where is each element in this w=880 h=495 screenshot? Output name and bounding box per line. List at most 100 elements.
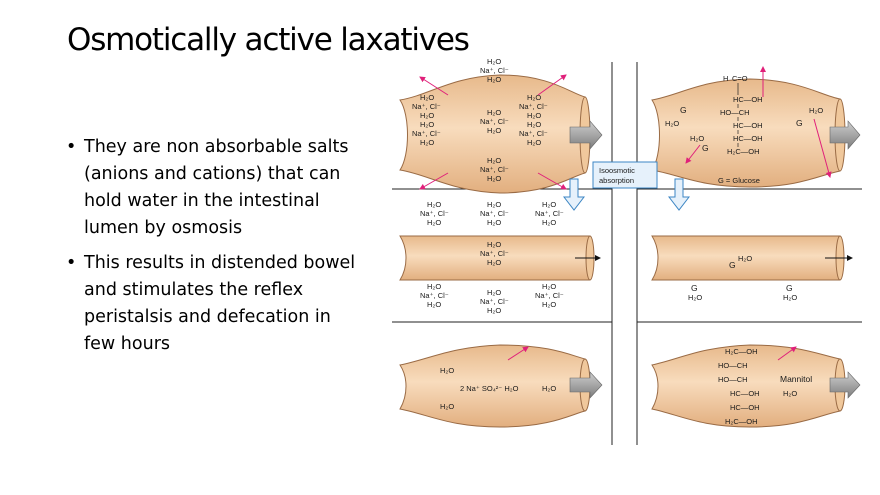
- glucose-labels-panel-2: G H₂O H₂O G H₂O G: [665, 105, 823, 153]
- intestine-segment-normal: [651, 235, 841, 281]
- svg-text:Na⁺, Cl⁻: Na⁺, Cl⁻: [480, 66, 509, 75]
- mannitol-structure: H₂C—OH HO—CH HO—CH HC—OH HC—OH H₂C—OH: [718, 347, 760, 426]
- svg-text:2 Na⁺ SO₄²⁻ H₂O: 2 Na⁺ SO₄²⁻ H₂O: [460, 384, 519, 393]
- svg-text:H₂O: H₂O: [427, 218, 441, 227]
- svg-text:H₂O: H₂O: [487, 126, 501, 135]
- svg-text:H₂O: H₂O: [427, 282, 441, 291]
- osmotic-laxative-diagram: H₂O Na⁺, Cl⁻ H₂O H₂O Na⁺, Cl⁻ H₂O H₂O Na…: [390, 55, 865, 450]
- svg-text:H₂O: H₂O: [487, 306, 501, 315]
- svg-text:H₂O: H₂O: [487, 200, 501, 209]
- svg-text:H₂O: H₂O: [542, 300, 556, 309]
- pink-water-arrows-panel-1: [419, 74, 567, 190]
- svg-text:H₂O: H₂O: [690, 134, 704, 143]
- svg-text:H₂C—OH: H₂C—OH: [725, 347, 758, 356]
- blue-down-arrow-left: [562, 178, 586, 211]
- gray-flow-arrow: [569, 120, 603, 150]
- svg-text:H₂O: H₂O: [542, 282, 556, 291]
- bullet-item: They are non absorbable salts (anions an…: [64, 134, 364, 242]
- svg-text:H₂O: H₂O: [665, 119, 679, 128]
- svg-text:HC—OH: HC—OH: [733, 134, 763, 143]
- svg-text:HC—OH: HC—OH: [730, 403, 760, 412]
- svg-text:Isoosmotic: Isoosmotic: [599, 166, 635, 175]
- intestine-segment-normal: [399, 235, 591, 281]
- glucose-labels-panel-4: G H₂O G H₂O G H₂O: [688, 254, 797, 302]
- svg-text:Na⁺, Cl⁻: Na⁺, Cl⁻: [480, 249, 509, 258]
- svg-text:H₂C—OH: H₂C—OH: [725, 417, 758, 426]
- gray-flow-arrow: [569, 371, 603, 399]
- svg-text:H₂O: H₂O: [420, 120, 434, 129]
- bullet-list: They are non absorbable salts (anions an…: [64, 134, 364, 366]
- diagram-svg: H₂O Na⁺, Cl⁻ H₂O H₂O Na⁺, Cl⁻ H₂O H₂O Na…: [392, 57, 862, 445]
- svg-text:Na⁺, Cl⁻: Na⁺, Cl⁻: [420, 209, 449, 218]
- svg-text:G: G: [702, 143, 709, 153]
- svg-text:Na⁺, Cl⁻: Na⁺, Cl⁻: [480, 297, 509, 306]
- svg-text:G: G: [796, 118, 803, 128]
- svg-text:H₂O: H₂O: [487, 258, 501, 267]
- svg-text:H₂O: H₂O: [440, 402, 454, 411]
- svg-text:absorption: absorption: [599, 176, 634, 185]
- svg-text:G: G: [680, 105, 687, 115]
- svg-text:H₂O: H₂O: [487, 288, 501, 297]
- svg-text:H₂O: H₂O: [527, 93, 541, 102]
- svg-text:HC—OH: HC—OH: [730, 389, 760, 398]
- mannitol-labels: Mannitol H₂O: [780, 374, 812, 398]
- isoosmotic-absorption-box: Isoosmotic absorption: [592, 161, 658, 189]
- svg-text:H₂O: H₂O: [487, 240, 501, 249]
- svg-text:C=O: C=O: [732, 74, 748, 83]
- svg-text:H₂O: H₂O: [527, 120, 541, 129]
- svg-text:Na⁺, Cl⁻: Na⁺, Cl⁻: [519, 102, 548, 111]
- svg-text:G: G: [729, 260, 736, 270]
- svg-text:H₂O: H₂O: [527, 138, 541, 147]
- svg-text:Na⁺, Cl⁻: Na⁺, Cl⁻: [412, 129, 441, 138]
- svg-text:HO—CH: HO—CH: [718, 361, 748, 370]
- bullet-item: This results in distended bowel and stim…: [64, 250, 364, 358]
- svg-text:HO—CH: HO—CH: [720, 108, 750, 117]
- svg-text:Na⁺, Cl⁻: Na⁺, Cl⁻: [535, 291, 564, 300]
- svg-text:H₂O: H₂O: [420, 93, 434, 102]
- svg-text:H₂O: H₂O: [688, 293, 702, 302]
- svg-text:H: H: [723, 74, 728, 83]
- svg-text:Na⁺, Cl⁻: Na⁺, Cl⁻: [480, 117, 509, 126]
- svg-text:H₂O: H₂O: [738, 254, 752, 263]
- pink-water-arrow: [507, 346, 529, 361]
- svg-text:H₂O: H₂O: [487, 156, 501, 165]
- svg-text:HC—OH: HC—OH: [733, 95, 763, 104]
- svg-text:Na⁺, Cl⁻: Na⁺, Cl⁻: [420, 291, 449, 300]
- svg-text:H₂C—OH: H₂C—OH: [727, 147, 760, 156]
- gray-flow-arrow: [829, 120, 861, 150]
- svg-text:H₂O: H₂O: [487, 218, 501, 227]
- svg-text:H₂O: H₂O: [542, 218, 556, 227]
- svg-text:H₂O: H₂O: [487, 75, 501, 84]
- svg-text:Na⁺, Cl⁻: Na⁺, Cl⁻: [480, 165, 509, 174]
- svg-text:H₂O: H₂O: [809, 106, 823, 115]
- glucose-key: G = Glucose: [718, 176, 760, 185]
- svg-text:H₂O: H₂O: [440, 366, 454, 375]
- salt-labels-panel-1: H₂O Na⁺, Cl⁻ H₂O H₂O Na⁺, Cl⁻ H₂O H₂O Na…: [412, 57, 548, 183]
- svg-text:H₂O: H₂O: [783, 293, 797, 302]
- slide-title: Osmotically active laxatives: [67, 22, 470, 58]
- svg-text:Na⁺, Cl⁻: Na⁺, Cl⁻: [519, 129, 548, 138]
- svg-text:Na⁺, Cl⁻: Na⁺, Cl⁻: [412, 102, 441, 111]
- svg-text:G: G: [691, 283, 698, 293]
- svg-text:H₂O: H₂O: [487, 108, 501, 117]
- svg-text:H₂O: H₂O: [527, 111, 541, 120]
- svg-text:H₂O: H₂O: [427, 300, 441, 309]
- gray-flow-arrow: [829, 371, 861, 399]
- svg-text:H₂O: H₂O: [487, 57, 501, 66]
- svg-text:HO—CH: HO—CH: [718, 375, 748, 384]
- svg-text:H₂O: H₂O: [420, 111, 434, 120]
- svg-text:H₂O: H₂O: [427, 200, 441, 209]
- svg-text:H₂O: H₂O: [420, 138, 434, 147]
- pink-water-arrow: [777, 346, 797, 361]
- svg-text:Na⁺, Cl⁻: Na⁺, Cl⁻: [480, 209, 509, 218]
- svg-text:G: G: [786, 283, 793, 293]
- intestine-segment-swollen: [399, 74, 586, 194]
- salt-labels-panel-3-below: H₂O Na⁺, Cl⁻ H₂O H₂O Na⁺, Cl⁻ H₂O H₂O Na…: [420, 282, 564, 315]
- pink-arrows-panel-2: [685, 66, 832, 178]
- svg-text:Na⁺, Cl⁻: Na⁺, Cl⁻: [535, 209, 564, 218]
- intestine-segment-mannitol: [651, 344, 841, 428]
- svg-text:H₂O: H₂O: [542, 200, 556, 209]
- svg-text:H₂O: H₂O: [783, 389, 797, 398]
- svg-text:HC—OH: HC—OH: [733, 121, 763, 130]
- svg-text:Mannitol: Mannitol: [780, 374, 812, 384]
